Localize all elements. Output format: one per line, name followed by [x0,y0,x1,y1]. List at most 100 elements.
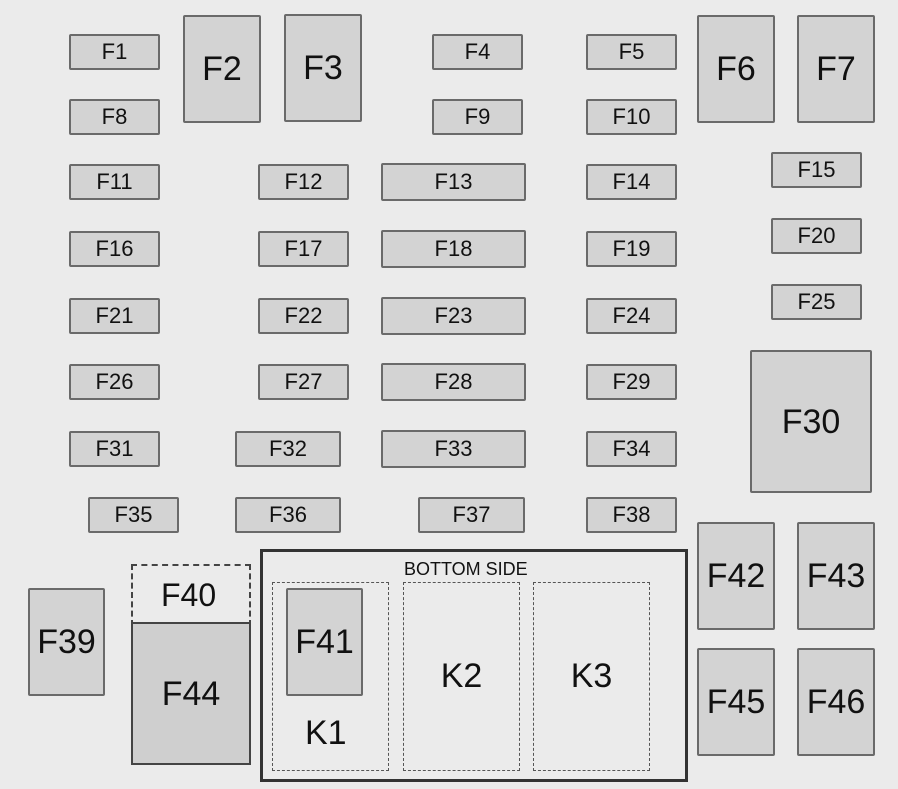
fuse-label: F35 [114,502,153,527]
fuse-f28: F28 [381,363,526,401]
fuse-f27: F27 [258,364,349,400]
fuse-label: F29 [612,369,651,394]
fuse-label: F21 [95,303,134,328]
fuse-label: F16 [95,236,134,261]
fuse-label: F20 [797,223,836,248]
fuse-f23: F23 [381,297,526,335]
fuse-label: F11 [96,169,133,194]
fuse-f35: F35 [88,497,179,533]
fuse-label: F15 [797,157,836,182]
fuse-f40-label: F40 [161,577,217,613]
fuse-label: F9 [464,104,491,129]
fuse-label: F2 [202,50,242,88]
fuse-f13: F13 [381,163,526,201]
fuse-f5: F5 [586,34,677,70]
fuse-label: F32 [269,436,307,461]
fuse-f29: F29 [586,364,677,400]
fuse-label: F25 [797,289,836,314]
fuse-label: F43 [806,557,866,595]
fuse-f31: F31 [69,431,160,467]
fuse-f8: F8 [69,99,160,135]
fuse-f43: F43 [797,522,875,630]
fuse-f9: F9 [432,99,523,135]
fuse-label: F44 [161,674,221,713]
fuse-f25: F25 [771,284,862,320]
fuse-f38: F38 [586,497,677,533]
fuse-label: F8 [101,104,128,129]
fuse-label: F18 [434,236,473,261]
fuse-f12: F12 [258,164,349,200]
fuse-f24: F24 [586,298,677,334]
fuse-f42: F42 [697,522,775,630]
fuse-label: F30 [781,402,841,441]
fuse-label: F23 [434,303,473,328]
fuse-label: F24 [612,303,651,328]
fuse-label: F31 [95,436,134,461]
fuse-label: F45 [706,683,766,721]
fuse-label: F1 [101,39,128,64]
fuse-label: F4 [464,39,491,64]
fuse-label: F14 [612,169,651,194]
fuse-label: F17 [284,236,323,261]
fuse-f19: F19 [586,231,677,267]
fuse-f1: F1 [69,34,160,70]
relay-k1-label: K1 [305,714,347,752]
relay-k2-label: K2 [440,657,483,695]
fuse-f20: F20 [771,218,862,254]
fuse-label: F12 [284,169,323,194]
fuse-f22: F22 [258,298,349,334]
fuse-f44: F44 [131,622,251,765]
fuse-f4: F4 [432,34,523,70]
fuse-label: F28 [434,369,473,394]
fuse-f16: F16 [69,231,160,267]
fuse-label: F13 [434,169,473,194]
fuse-f2: F2 [183,15,261,123]
fuse-label: F7 [816,50,856,88]
fuse-label: F42 [706,557,766,595]
fuse-f7: F7 [797,15,875,123]
fuse-label: F34 [612,436,651,461]
fuse-label: F37 [452,502,491,527]
fuse-f37: F37 [418,497,525,533]
fuse-f41: F41 [286,588,363,696]
fuse-label: F36 [269,502,307,527]
fuse-f14: F14 [586,164,677,200]
fuse-label: F41 [295,623,354,661]
fuse-f10: F10 [586,99,677,135]
fuse-f26: F26 [69,364,160,400]
relay-k2: K2 [403,582,520,771]
fuse-label: F19 [612,236,651,261]
fuse-f15: F15 [771,152,862,188]
fuse-f34: F34 [586,431,677,467]
fuse-f30: F30 [750,350,872,493]
fuse-label: F5 [618,39,645,64]
relay-k1 [272,582,389,771]
fuse-label: F38 [612,502,651,527]
fuse-label: F46 [806,683,866,721]
bottom-side-title: BOTTOM SIDE [404,559,528,579]
fuse-f33: F33 [381,430,526,468]
fuse-label: F10 [612,104,651,129]
fuse-f11: F11 [69,164,160,200]
fuse-label: F26 [95,369,134,394]
fuse-label: F3 [303,49,343,87]
fuse-f3: F3 [284,14,362,122]
relay-k3: K3 [533,582,650,771]
fuse-label: F6 [716,50,756,88]
relay-k3-label: K3 [570,657,613,695]
fuse-f45: F45 [697,648,775,756]
fuse-f21: F21 [69,298,160,334]
fuse-f39: F39 [28,588,105,696]
bottom-side-frame [260,549,688,782]
fuse-f6: F6 [697,15,775,123]
fuse-f18: F18 [381,230,526,268]
fuse-label: F22 [284,303,323,328]
fuse-label: F33 [434,436,473,461]
fuse-label: F39 [37,623,96,661]
fuse-f17: F17 [258,231,349,267]
fuse-label: F27 [284,369,323,394]
fuse-f32: F32 [235,431,341,467]
fuse-f46: F46 [797,648,875,756]
fuse-f36: F36 [235,497,341,533]
